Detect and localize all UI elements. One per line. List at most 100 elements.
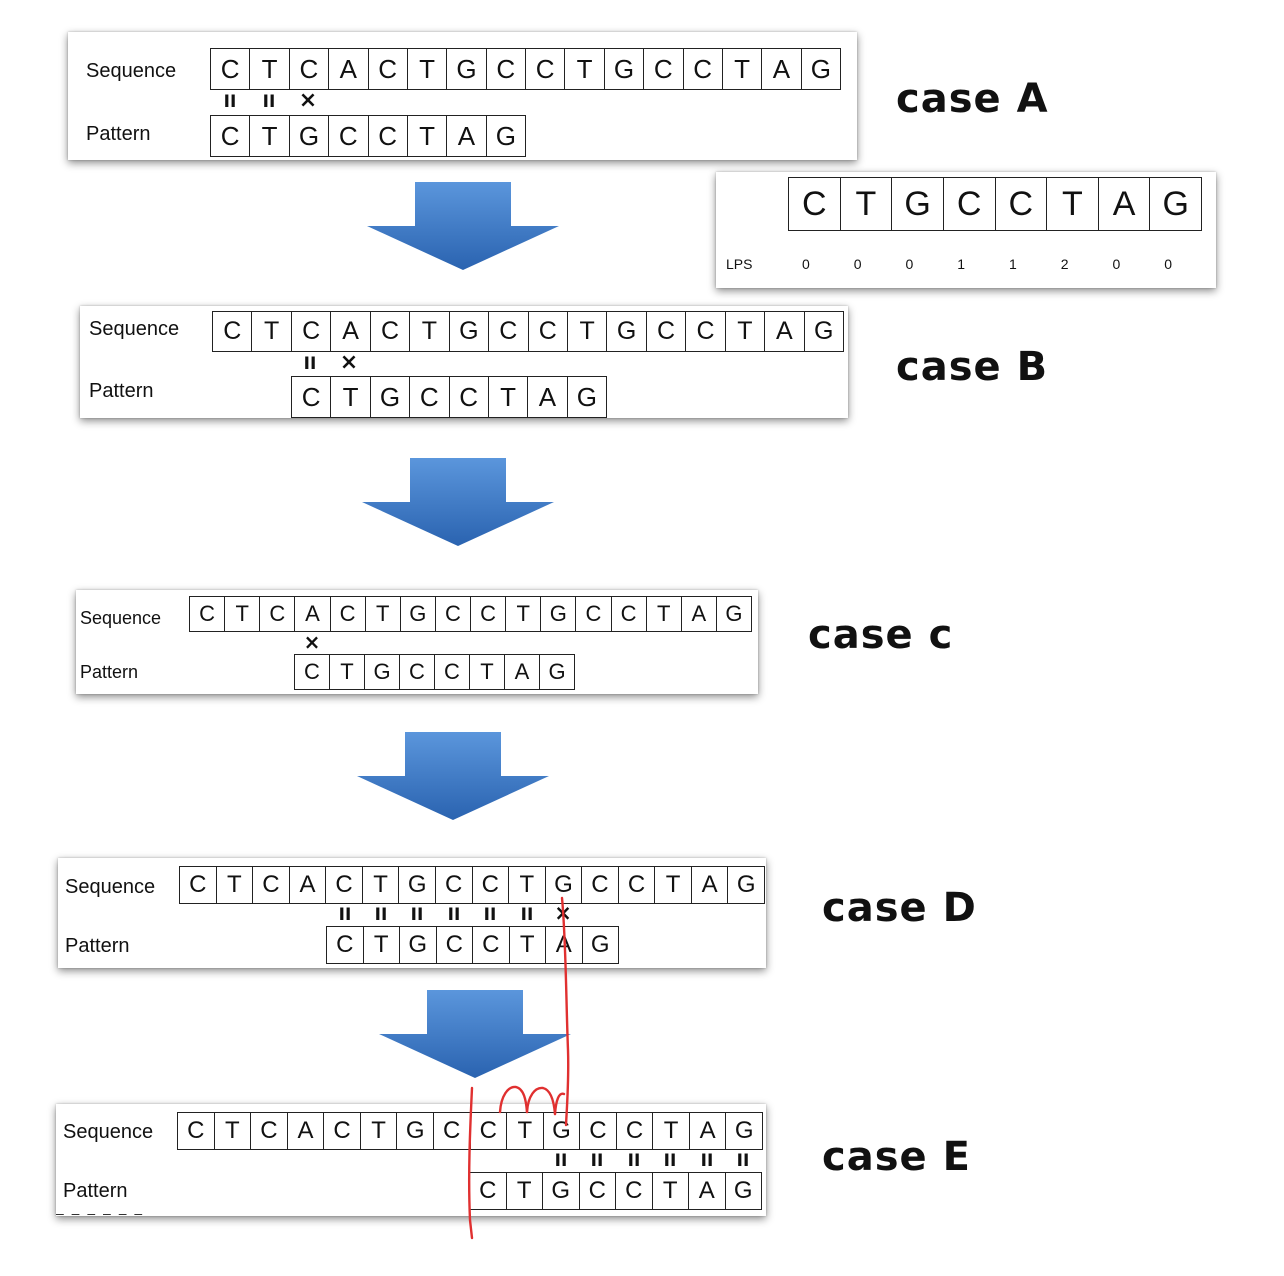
sequence-cell: A [764,312,803,351]
match-mark: II [663,1151,677,1171]
sequence-cell: C [323,1113,360,1149]
sequence-cell: C [525,49,564,89]
sequence-cell: G [800,49,840,89]
lps-value: 0 [853,256,862,272]
sequence-cell: T [364,597,400,631]
pattern-label: Pattern [89,380,154,402]
sequence-cell: T [654,867,691,903]
sequence-cell: G [396,1113,433,1149]
pattern-cell: G [485,116,525,156]
pattern-cell: G [724,1173,762,1209]
match-mark: II [223,92,237,112]
pattern-cell: C [448,377,488,417]
sequence-cell: T [224,597,259,631]
sequence-cell: G [446,49,485,89]
lps-value: 1 [957,256,966,272]
sequence-cell: G [715,597,751,631]
sequence-cell: T [724,312,764,351]
sequence-cell: C [369,312,409,351]
sequence-cell: C [685,312,724,351]
case-b-label: case B [896,344,1049,390]
sequence-cell: T [406,49,446,89]
pattern-cell: C [304,659,320,684]
sequence-cell: C [645,312,685,351]
sequence-cell: C [329,597,365,631]
sequence-cell: T [505,597,540,631]
sequence-cell: A [680,597,716,631]
match-mark: II [520,905,534,925]
match-mark: II [410,905,424,925]
sequence-cell: C [220,53,240,84]
sequence-cell: C [485,49,525,89]
pattern-cell: G [539,655,574,689]
sequence-cell: G [542,1113,580,1149]
sequence-cell: C [325,867,362,903]
sequence-cell: C [250,1113,287,1149]
sequence-cell: T [566,312,606,351]
pattern-cell: G [542,1173,579,1209]
pattern-label: Pattern [80,662,139,682]
case-d-label: case D [822,885,977,931]
sequence-cell: T [652,1113,689,1149]
sequence-cell: C [471,867,509,903]
match-mark: II [700,1151,714,1171]
sequence-cell: C [367,49,407,89]
pattern-cell: C [615,1173,652,1209]
pattern-cell: T [487,377,527,417]
pattern-cell: C [367,116,407,156]
sequence-cell: A [286,1113,324,1149]
sequence-cell: T [721,49,761,89]
pattern-label: Pattern [65,935,130,957]
pattern-cell: C [336,931,354,958]
match-mark: II [338,905,352,925]
pattern-label: Pattern [86,123,151,145]
pattern-cell: A [446,116,485,156]
sequence-label: Sequence [80,608,162,628]
pattern-cell: G [581,927,619,963]
sequence-cell: C [617,867,655,903]
lps-value: 0 [801,256,810,272]
sequence-cell: A [288,867,326,903]
lps-value: 2 [1060,256,1069,272]
sequence-cell: C [252,867,289,903]
sequence-cell: A [761,49,800,89]
sequence-cell: C [223,317,242,345]
match-mark: II [262,92,276,112]
match-mark: II [736,1151,750,1171]
match-mark: II [627,1151,641,1171]
pattern-cell: G [364,655,399,689]
sequence-cell: G [399,597,435,631]
match-mark: II [483,905,497,925]
sequence-cell: A [294,597,329,631]
sequence-label: Sequence [89,318,180,340]
pattern-cell: C [399,655,434,689]
sequence-cell: C [469,1113,507,1149]
pattern-cell: T [329,655,364,689]
sequence-cell: T [508,867,545,903]
sequence-cell: T [564,49,603,89]
sequence-cell: C [682,49,722,89]
lps-pattern-cell: C [994,178,1047,230]
sequence-cell: A [688,1113,726,1149]
sequence-cell: T [251,312,290,351]
sequence-cell: C [434,867,472,903]
mismatch-mark: × [303,630,321,654]
mismatch-mark: × [339,350,359,375]
sequence-cell: G [398,867,435,903]
pattern-cell: A [527,377,566,417]
sequence-label: Sequence [65,876,156,898]
pattern-cell: C [578,1173,616,1209]
sequence-cell: T [506,1113,543,1149]
sequence-cell: T [361,867,399,903]
pattern-cell: T [406,116,446,156]
sequence-label: Sequence [86,60,177,82]
sequence-cell: C [581,867,618,903]
sequence-cell: C [610,597,646,631]
